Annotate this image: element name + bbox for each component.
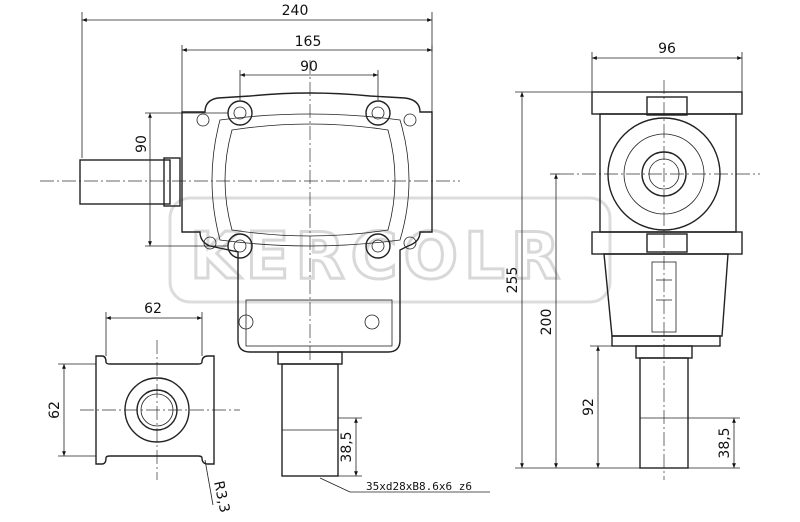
dim-overall-height: 255	[505, 267, 521, 294]
dim-shaft-side: 38,5	[717, 427, 733, 458]
watermark: KERCOLR	[168, 196, 612, 304]
dim-side-width: 96	[658, 41, 676, 57]
dim-bottom-height: 62	[47, 401, 63, 419]
dim-bolt-spacing-v: 90	[134, 135, 150, 153]
dim-shaft-center-height: 200	[539, 309, 555, 336]
dim-shaft-front: 38,5	[339, 431, 355, 462]
front-view: 240 165 90 90 38,5 35xd28xB8.6x6 z6	[40, 3, 490, 493]
dim-bottom-width: 62	[144, 301, 162, 317]
shaft-spec-label: 35xd28xB8.6x6 z6	[366, 480, 472, 493]
radius-label: R3,3	[210, 480, 232, 515]
dim-overall-width: 240	[282, 3, 309, 19]
dim-bolt-spacing-h: 90	[300, 59, 318, 75]
dim-housing-width: 165	[295, 34, 322, 50]
side-view: 96 255 200 92 38,5	[505, 41, 760, 480]
bottom-view: 62 62 R3,3	[47, 301, 240, 514]
dim-shaft-length: 92	[581, 398, 597, 416]
